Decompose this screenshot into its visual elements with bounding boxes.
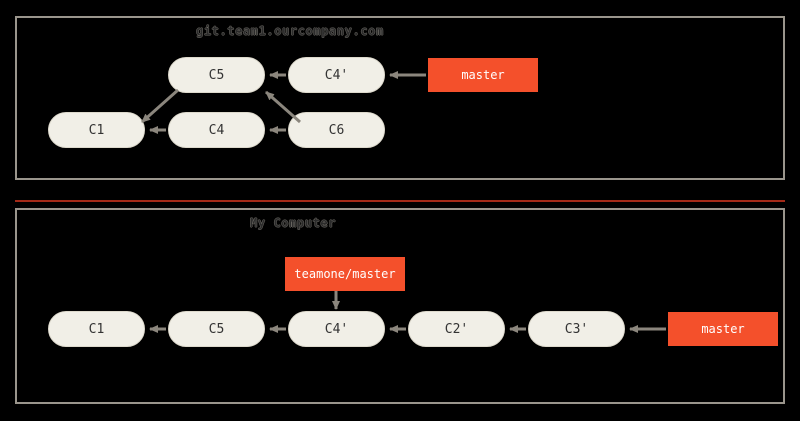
panel-remote-server-title: git.team1.ourcompany.com bbox=[196, 24, 384, 38]
ref-box-master-server[interactable]: master bbox=[428, 58, 538, 92]
commit-node-c4prime-local[interactable]: C4' bbox=[288, 311, 385, 347]
ref-box-master-local[interactable]: master bbox=[668, 312, 778, 346]
commit-node-c3prime-local[interactable]: C3' bbox=[528, 311, 625, 347]
commit-node-c5-local[interactable]: C5 bbox=[168, 311, 265, 347]
panel-local-computer bbox=[15, 208, 785, 404]
commit-node-c1-server[interactable]: C1 bbox=[48, 112, 145, 148]
commit-node-c5-server[interactable]: C5 bbox=[168, 57, 265, 93]
panel-divider-line bbox=[15, 200, 785, 202]
panel-remote-server bbox=[15, 16, 785, 180]
commit-node-c4-server[interactable]: C4 bbox=[168, 112, 265, 148]
commit-node-c4prime-server[interactable]: C4' bbox=[288, 57, 385, 93]
commit-node-c1-local[interactable]: C1 bbox=[48, 311, 145, 347]
panel-local-computer-title: My Computer bbox=[250, 216, 337, 230]
commit-node-c2prime-local[interactable]: C2' bbox=[408, 311, 505, 347]
commit-node-c6-server[interactable]: C6 bbox=[288, 112, 385, 148]
ref-box-teamone-master[interactable]: teamone/master bbox=[285, 257, 405, 291]
